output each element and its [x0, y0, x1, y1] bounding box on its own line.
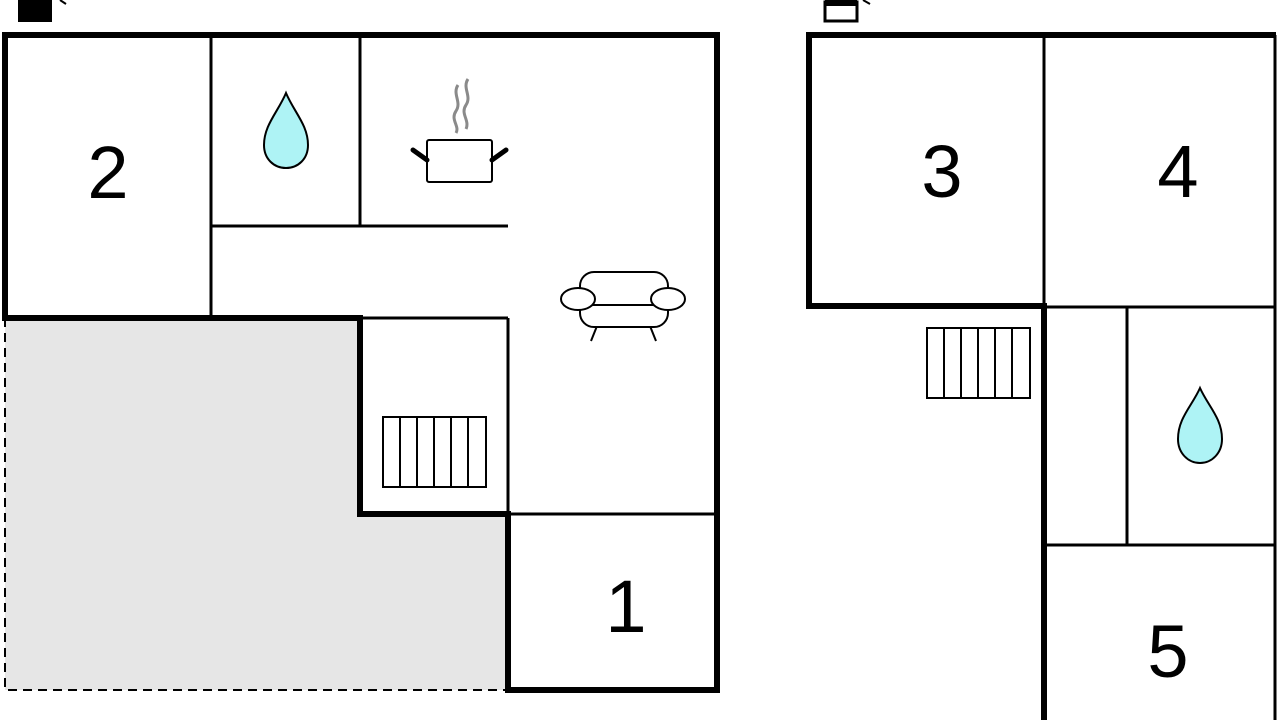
- water-drop-icon: [1176, 385, 1224, 465]
- room-number-1: 1: [605, 565, 646, 648]
- room-number-5: 5: [1147, 610, 1188, 693]
- staircase-icon: [382, 416, 487, 488]
- floor-ground: 2 1: [2, 0, 720, 693]
- water-drop-icon: [262, 90, 310, 170]
- floor-upper: 3 4 5: [806, 0, 1277, 720]
- ground-outer-wall: [2, 32, 720, 693]
- room-number-2: 2: [87, 131, 128, 214]
- staircase-icon: [926, 327, 1031, 399]
- terrace-dashed-border: [4, 318, 508, 691]
- terrace-area: [5, 318, 508, 690]
- compass-marker-icon: [823, 0, 871, 23]
- upper-interior-walls: [1042, 35, 1277, 720]
- cooking-pot-icon: [410, 78, 509, 183]
- compass-marker-icon: [18, 0, 67, 22]
- ground-interior-walls: [209, 35, 717, 516]
- upper-outer-wall: [806, 32, 1276, 720]
- room-number-3: 3: [921, 130, 962, 213]
- room-number-4: 4: [1157, 130, 1198, 213]
- sofa-icon: [560, 271, 686, 342]
